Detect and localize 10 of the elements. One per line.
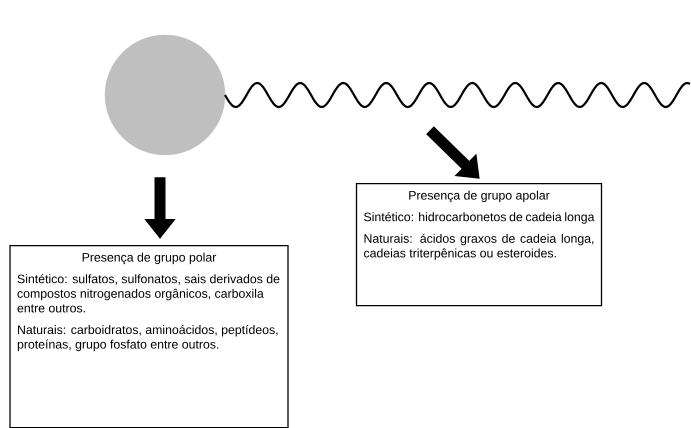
box-heading: Presença de grupo apolar [409,190,550,202]
box-heading: Presença de grupo polar [82,252,216,264]
text-box [356,182,602,306]
head-circle [104,34,226,156]
wavy-tail [224,82,690,108]
text-box [9,244,289,428]
description-text: Sintético: hidrocarbonetos de cadeia longa [364,212,594,224]
description-text: Naturais: carboidratos, aminoácidos, peptídeos, proteínas, grupo fosfato entre outros. [18,324,278,352]
description-text: Naturais: ácidos graxos de cadeia longa, cadeias triterpênicas ou esteroides. [364,234,594,260]
description-text: Sintético: sulfatos, sulfonatos, sais derivados de compostos nitrogenados orgânicos, carboxila entre outros. [18,274,280,312]
